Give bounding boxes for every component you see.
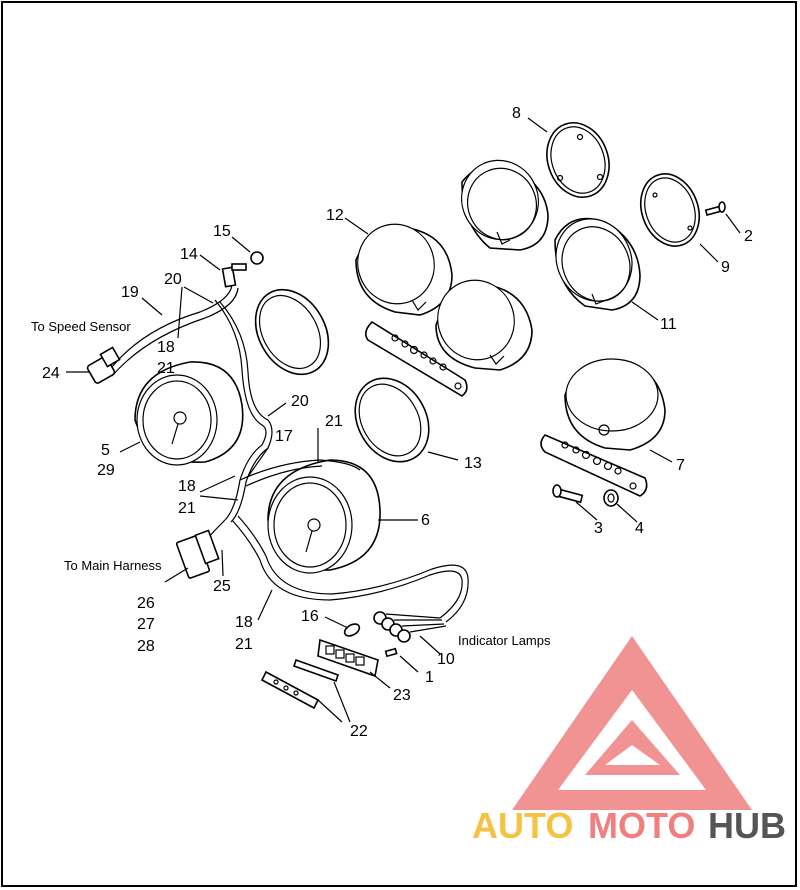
callout-21-mid: 21 [178,500,196,517]
wiring-harness [86,251,469,710]
label-indicator-lamps: Indicator Lamps [458,633,551,648]
callout-25: 25 [213,578,231,595]
trim-ring-left [254,288,330,376]
cup-bracket-12 [355,223,533,397]
callout-12: 12 [326,207,344,224]
callout-20-lower: 20 [291,393,309,410]
callout-29: 29 [97,462,115,479]
lens-large [546,122,610,198]
callout-26: 26 [137,595,155,612]
callout-21-upper-right: 21 [325,413,343,430]
callout-21-lower: 21 [235,636,253,653]
watermark-logo [512,636,752,810]
callout-22: 22 [350,723,368,740]
callout-24: 24 [42,365,60,382]
callout-27: 27 [137,616,155,633]
callout-20-upper: 20 [164,271,182,288]
callout-3: 3 [594,520,603,537]
leader-lines [66,117,741,723]
callout-23: 23 [393,687,411,704]
callout-17: 17 [275,428,293,445]
lens-small [640,173,700,247]
trim-ring-13 [354,377,430,463]
callout-13: 13 [464,455,482,472]
callout-21-gauge5: 21 [157,360,175,377]
brand-text-auto: AUTO [472,805,573,846]
indicator-lamp-sockets [373,611,447,643]
cup-bracket-7 [540,358,666,497]
callout-18-mid: 18 [178,478,196,495]
label-main-harness: To Main Harness [64,558,162,573]
text-labels: To Speed Sensor To Main Harness Indicato… [31,319,551,648]
callout-8: 8 [512,105,521,122]
bezel-11 [554,217,641,311]
speedometer-gauge-5 [134,361,244,466]
callout-4: 4 [635,520,644,537]
callout-18-lower: 18 [235,614,253,631]
callout-10: 10 [437,651,455,668]
brand-text-hub: HUB [708,805,786,846]
label-speed-sensor: To Speed Sensor [31,319,131,334]
bezel-upper [461,159,549,251]
callout-28: 28 [137,638,155,655]
callout-15: 15 [213,223,231,240]
callout-11: 11 [660,316,677,333]
screw-2 [704,201,726,216]
callout-19: 19 [121,284,139,301]
callout-2: 2 [744,228,753,245]
callout-1: 1 [425,669,434,686]
bolt-3 [552,484,584,504]
callout-18-upper: 18 [157,339,175,356]
callout-16: 16 [301,608,319,625]
callout-numbers: 1 2 3 4 5 29 6 7 8 9 10 11 12 13 14 15 1… [42,105,753,740]
watermark-brand-text: AUTO MOTO HUB [472,805,786,846]
washer-4 [603,489,619,507]
callout-5: 5 [101,442,110,459]
tachometer-gauge-6 [267,459,381,574]
callout-14: 14 [180,246,198,263]
callout-9: 9 [721,259,730,276]
callout-6: 6 [421,512,430,529]
callout-7: 7 [676,457,685,474]
brand-text-moto: MOTO [588,805,695,846]
